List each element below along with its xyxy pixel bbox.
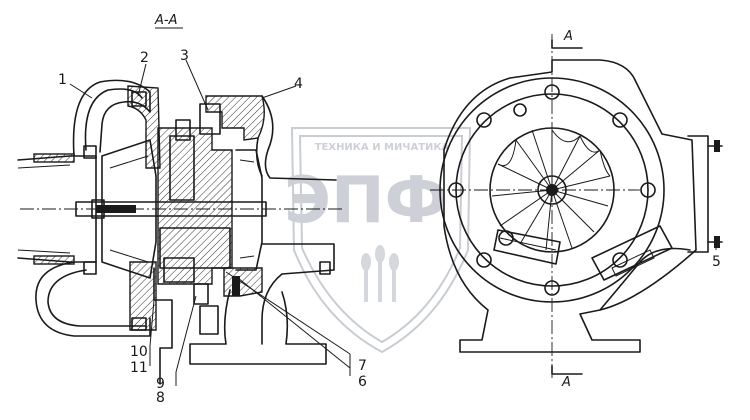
compressor-housing-upper: [205, 95, 265, 141]
inlet-bore: [489, 127, 615, 253]
lower-bracket: [153, 267, 173, 385]
flange-bolts-ring: [448, 84, 656, 296]
oil-inlet: [175, 119, 191, 141]
inlet-flange-upper: [33, 153, 75, 163]
watermark-top-text: ТЕХНИКА И МИЧАТИКА: [315, 142, 450, 153]
callout-10: 10: [130, 344, 148, 360]
callout-9: 9: [156, 376, 165, 392]
callout-3: 3: [180, 48, 189, 64]
section-marker-top: A: [563, 29, 573, 44]
watermark-main-text: ЭПФ: [284, 164, 448, 238]
outlet-foot: [189, 289, 327, 365]
callout-4: 4: [294, 76, 303, 92]
leader-lines: [69, 59, 717, 386]
lower-volute: [35, 261, 151, 337]
outlet-flange: [687, 135, 709, 253]
wheel-hub: [537, 175, 567, 205]
inlet-flange-lower: [33, 255, 75, 265]
callout-6: 6: [358, 374, 367, 390]
callout-2: 2: [140, 50, 149, 66]
callout-8: 8: [156, 390, 165, 406]
callout-labels: 1 2 3 4 5 6 7 8 9 10 11: [58, 48, 721, 406]
watermark: ТЕХНИКА И МИЧАТИКА ЭПФ: [284, 127, 472, 354]
compressor-outlet-contour: [261, 95, 337, 181]
volute-outline: [443, 59, 697, 353]
end-view: A A: [430, 29, 723, 390]
compressor-lower-contour: [261, 243, 335, 345]
section-view: [17, 79, 345, 385]
flange-ring-inner: [455, 93, 649, 287]
bearing-housing: [157, 127, 233, 285]
section-title: A-A: [154, 13, 177, 28]
callout-11: 11: [130, 360, 148, 376]
callout-1: 1: [58, 72, 67, 88]
bearing-cavity: [159, 227, 231, 269]
watermark-wheat-icon: [361, 245, 399, 302]
compressor-wheel-blades: [491, 129, 611, 251]
turbine-wheel: [101, 139, 157, 279]
oil-channel: [169, 135, 195, 201]
callout-7: 7: [358, 358, 367, 374]
link-bar: [493, 229, 561, 265]
flange-ring-outer: [439, 77, 665, 303]
callout-5: 5: [712, 254, 721, 270]
section-marker-bottom: A: [561, 375, 571, 390]
